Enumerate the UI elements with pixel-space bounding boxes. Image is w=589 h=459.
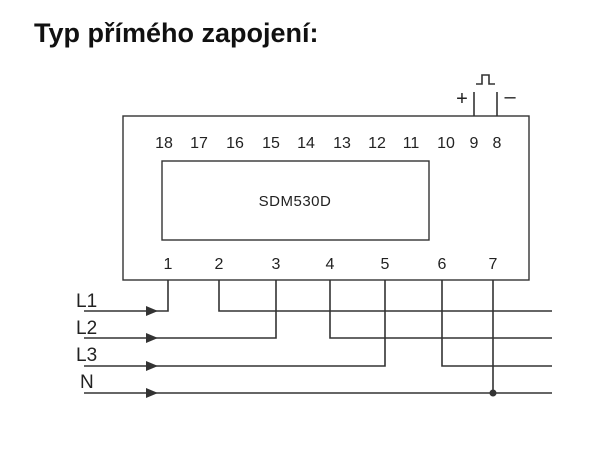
wire-l2 <box>84 280 552 343</box>
terminal-3: 3 <box>272 256 281 273</box>
pulse-symbol <box>476 74 495 85</box>
arrow-l1 <box>146 306 158 316</box>
top-terminal-labels: 18 17 16 15 14 13 12 11 10 9 8 <box>155 135 501 152</box>
terminal-13: 13 <box>333 135 351 152</box>
terminal-16: 16 <box>226 135 244 152</box>
neutral-junction-dot <box>489 389 497 397</box>
arrow-l2 <box>146 333 158 343</box>
terminal-5: 5 <box>381 256 390 273</box>
pulse-minus-sign: – <box>504 86 516 108</box>
terminal-9: 9 <box>470 135 479 152</box>
wire-l3 <box>84 280 552 371</box>
pulse-plus-sign: + <box>456 88 468 110</box>
bottom-terminal-labels: 1 2 3 4 5 6 7 <box>164 256 498 273</box>
page-title: Typ přímého zapojení: <box>34 18 319 48</box>
terminal-2: 2 <box>215 256 224 273</box>
arrow-n <box>146 388 158 398</box>
terminal-10: 10 <box>437 135 455 152</box>
line-label-l3: L3 <box>76 345 97 366</box>
terminal-7: 7 <box>489 256 498 273</box>
terminal-8: 8 <box>493 135 502 152</box>
terminal-11: 11 <box>403 135 420 152</box>
terminal-14: 14 <box>297 135 315 152</box>
pulse-output: + – <box>456 74 516 116</box>
meter-enclosure <box>122 115 530 281</box>
wire-n <box>84 280 552 398</box>
terminal-15: 15 <box>262 135 280 152</box>
terminal-1: 1 <box>164 256 173 273</box>
arrow-l3 <box>146 361 158 371</box>
wire-l1 <box>84 280 552 316</box>
line-label-l1: L1 <box>76 291 97 312</box>
terminal-4: 4 <box>326 256 335 273</box>
terminal-18: 18 <box>155 135 173 152</box>
terminal-12: 12 <box>368 135 386 152</box>
terminal-6: 6 <box>438 256 447 273</box>
meter-display <box>161 160 430 241</box>
line-label-n: N <box>80 372 94 393</box>
meter-model: SDM530D <box>259 193 332 210</box>
line-label-l2: L2 <box>76 318 97 339</box>
terminal-17: 17 <box>190 135 208 152</box>
